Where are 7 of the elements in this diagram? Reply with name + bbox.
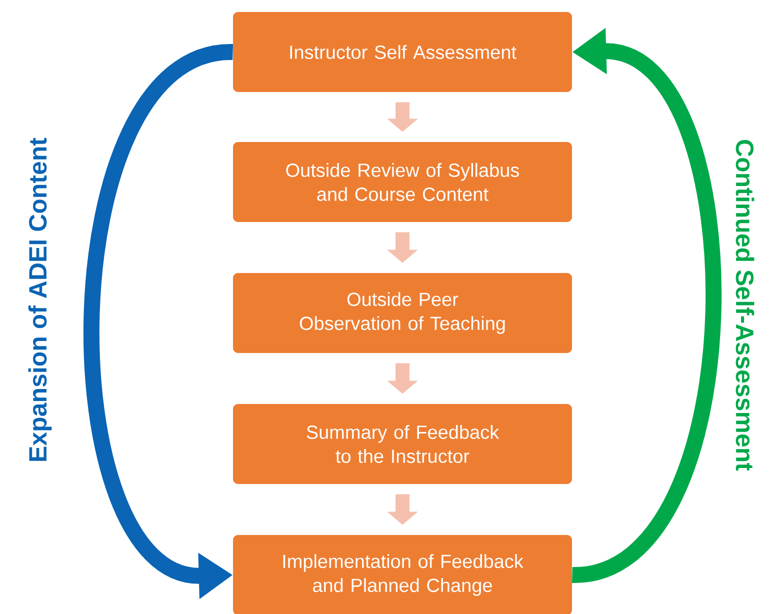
process-box: Outside Review of Syllabus and Course Content (233, 142, 572, 222)
process-box: Summary of Feedback to the Instructor (233, 404, 572, 484)
process-box: Instructor Self Assessment (233, 12, 572, 92)
process-box: Implementation of Feedback and Planned Change (233, 535, 572, 614)
process-box: Outside Peer Observation of Teaching (233, 273, 572, 353)
edge-label: Expansion of ADEI Content (27, 136, 53, 464)
edge-label: Continued Self-Assessment (734, 138, 756, 472)
